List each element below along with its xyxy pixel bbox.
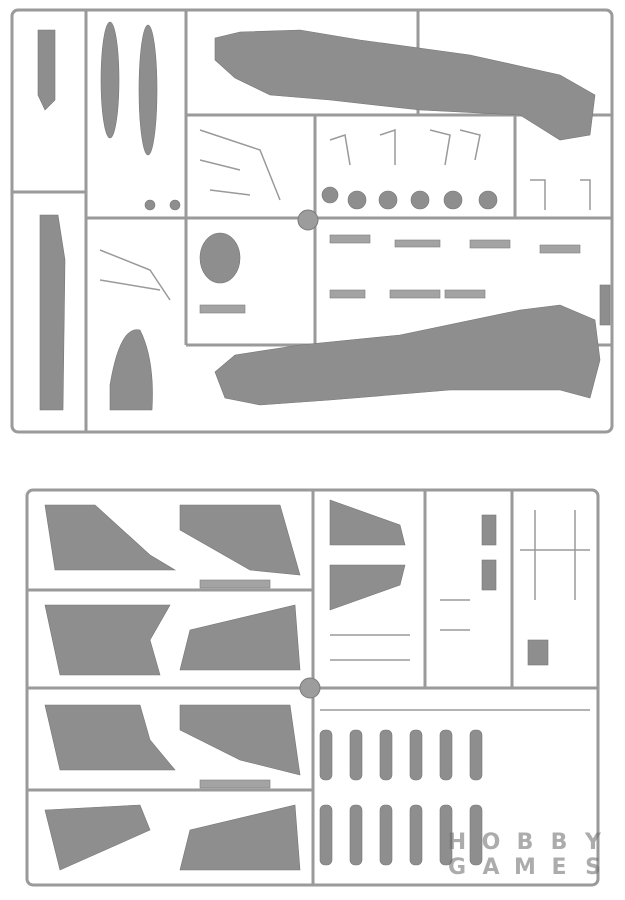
top-sprue bbox=[10, 8, 614, 434]
watermark-letter: O bbox=[481, 830, 501, 855]
watermark-letter: B bbox=[516, 830, 534, 855]
watermark-line-1: H O B B Y bbox=[425, 830, 625, 855]
watermark-letter: G bbox=[447, 855, 467, 880]
watermark-letter: B bbox=[550, 830, 568, 855]
bombs bbox=[319, 729, 483, 866]
watermark-letter: A bbox=[482, 855, 500, 880]
watermark-letter: E bbox=[551, 855, 567, 880]
watermark-letter: Y bbox=[585, 830, 601, 855]
watermark-letter: M bbox=[514, 855, 536, 880]
watermark-line-2: G A M E S bbox=[425, 855, 625, 880]
watermark-letter: H bbox=[447, 830, 467, 855]
watermark-letter: S bbox=[585, 855, 601, 880]
hobby-games-watermark: H O B B Y G A M E S bbox=[425, 830, 625, 890]
wheels bbox=[144, 186, 498, 211]
bottom-sprue bbox=[25, 488, 600, 887]
